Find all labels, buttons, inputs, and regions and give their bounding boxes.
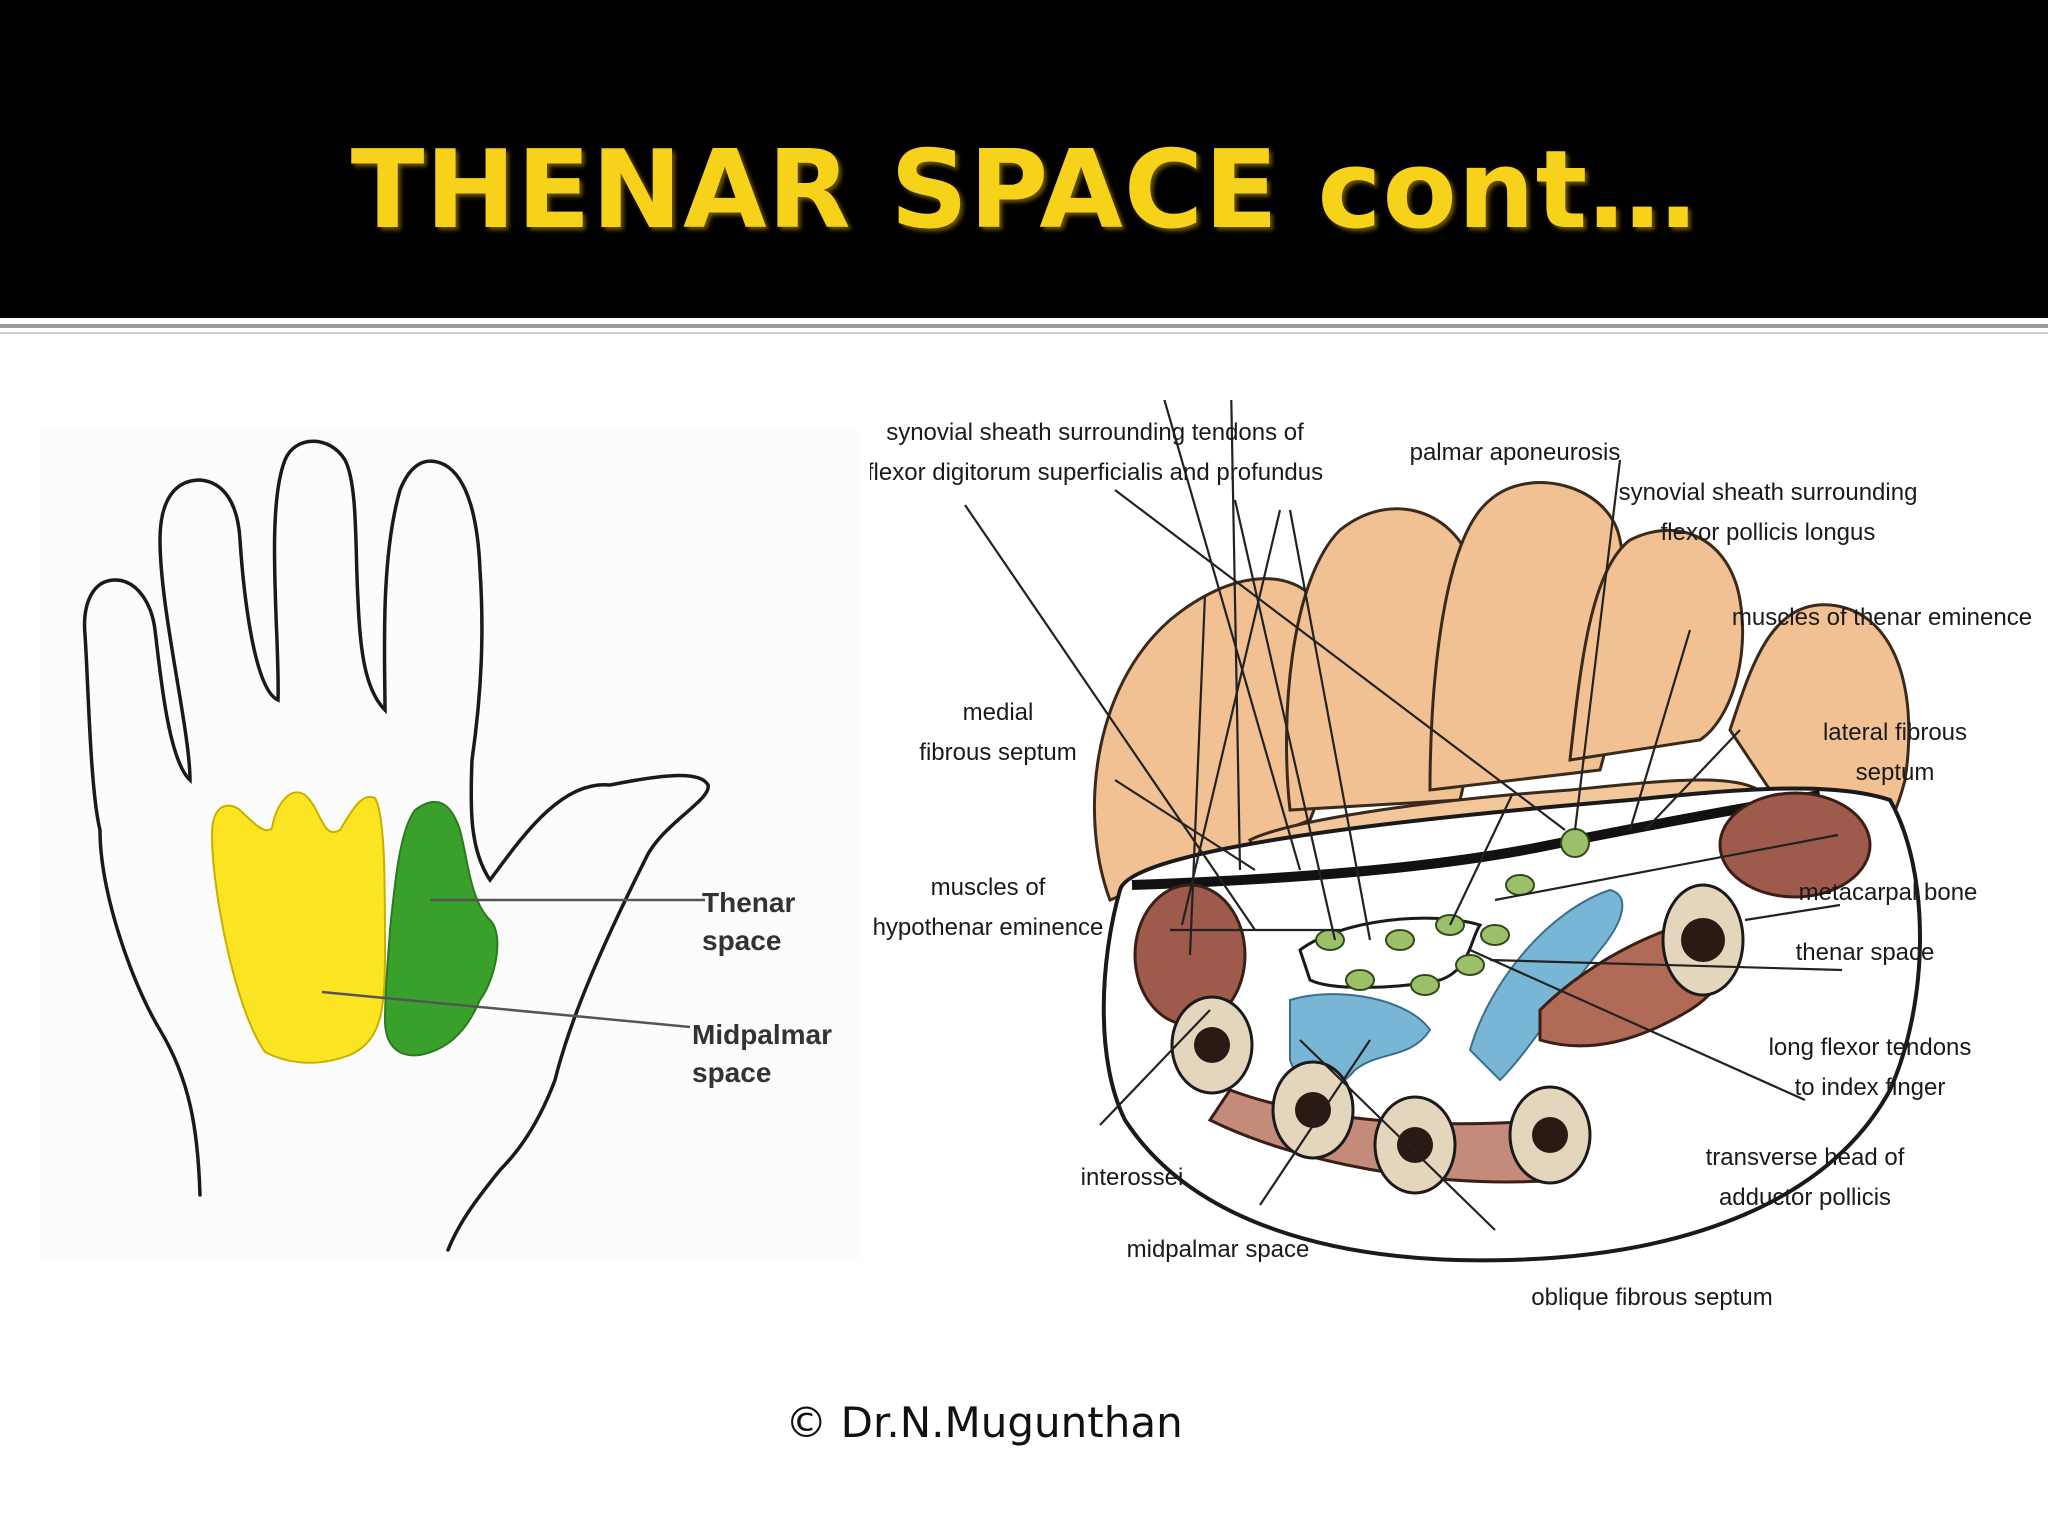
label-hypothenar-1: muscles of	[931, 874, 1046, 901]
label-lateral-septum-1: lateral fibrous	[1823, 719, 1967, 746]
label-synovial-fpl-2: flexor pollicis longus	[1661, 519, 1876, 546]
bone-marrow-dots	[1194, 918, 1725, 1163]
divider-line	[0, 324, 2048, 328]
slide-title: THENAR SPACE cont…	[350, 128, 1698, 253]
label-synovial-fpl-1: synovial sheath surrounding	[1619, 479, 1918, 506]
copyright-credit: © Dr.N.Mugunthan	[785, 1398, 1183, 1447]
flexor-tendons	[1315, 828, 1590, 996]
thenar-label-1: Thenar	[702, 887, 795, 918]
label-medial-septum-1: medial	[963, 699, 1034, 726]
label-metacarpal-bone: metacarpal bone	[1799, 879, 1978, 906]
label-long-flexor-2: to index finger	[1795, 1074, 1946, 1101]
midpalmar-leader-line	[321, 990, 691, 1029]
label-midpalmar-space: midpalmar space	[1127, 1236, 1310, 1263]
thenar-muscle	[1718, 791, 1872, 899]
label-transverse-head-2: adductor pollicis	[1719, 1184, 1891, 1211]
label-lateral-septum-2: septum	[1856, 759, 1935, 786]
palm-cross-section-figure: synovial sheath surrounding tendons of f…	[870, 400, 2032, 1311]
label-thenar-eminence: muscles of thenar eminence	[1732, 604, 2032, 631]
label-hypothenar-2: hypothenar eminence	[873, 914, 1104, 941]
hand-outline-figure: Thenar space Midpalmar space	[40, 430, 860, 1260]
label-medial-septum-2: fibrous septum	[919, 739, 1076, 766]
label-long-flexor-1: long flexor tendons	[1769, 1034, 1972, 1061]
label-transverse-head-1: transverse head of	[1706, 1144, 1905, 1171]
thenar-green-region	[383, 800, 499, 1057]
title-bar: THENAR SPACE cont…	[0, 0, 2048, 318]
palmar-aponeurosis-band	[1131, 790, 1821, 890]
leader-lines	[964, 400, 1843, 1231]
label-oblique-septum: oblique fibrous septum	[1531, 1284, 1772, 1311]
thenar-label-2: space	[702, 925, 781, 956]
midpalmar-label-1: Midpalmar	[692, 1019, 832, 1050]
midpalmar-yellow-region	[210, 791, 387, 1064]
hand-outline	[82, 439, 710, 1252]
label-synovial-fdsp-1: synovial sheath surrounding tendons of	[886, 419, 1304, 446]
label-interossei: interossei	[1081, 1164, 1184, 1191]
midpalmar-label-2: space	[692, 1057, 771, 1088]
label-synovial-fdsp-2: flexor digitorum superficialis and profu…	[870, 459, 1323, 486]
label-palmar-aponeurosis: palmar aponeurosis	[1410, 439, 1621, 466]
divider-line-thin	[0, 332, 2048, 334]
label-thenar-space: thenar space	[1796, 939, 1935, 966]
